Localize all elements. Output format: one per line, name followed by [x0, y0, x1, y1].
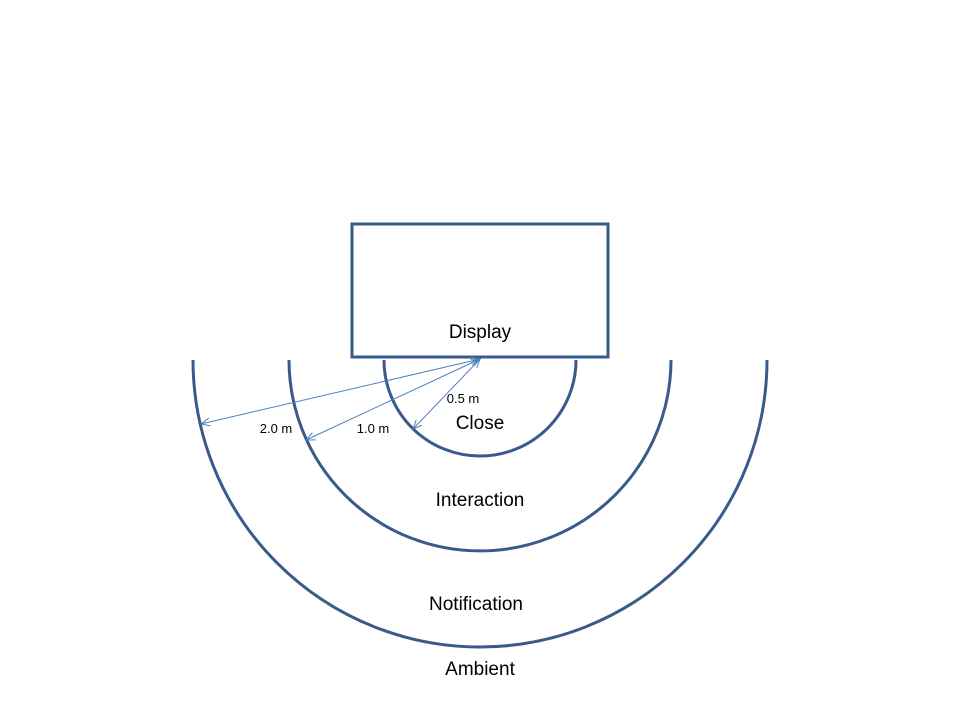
arrow-05m — [413, 359, 480, 429]
arrow-2m — [201, 359, 480, 424]
distance-label-2m: 2.0 m — [260, 421, 293, 436]
notification-zone-label: Notification — [429, 594, 523, 615]
display-label: Display — [449, 322, 512, 343]
ambient-zone-label: Ambient — [445, 659, 515, 680]
display-box — [350, 222, 610, 359]
close-zone-label: Close — [456, 413, 505, 434]
zone-boundary-notification — [287, 359, 673, 553]
zone-boundary-ambient — [191, 359, 769, 649]
distance-label-05m: 0.5 m — [447, 391, 480, 406]
interaction-zone-label: Interaction — [436, 490, 525, 511]
distance-label-1m: 1.0 m — [357, 421, 390, 436]
